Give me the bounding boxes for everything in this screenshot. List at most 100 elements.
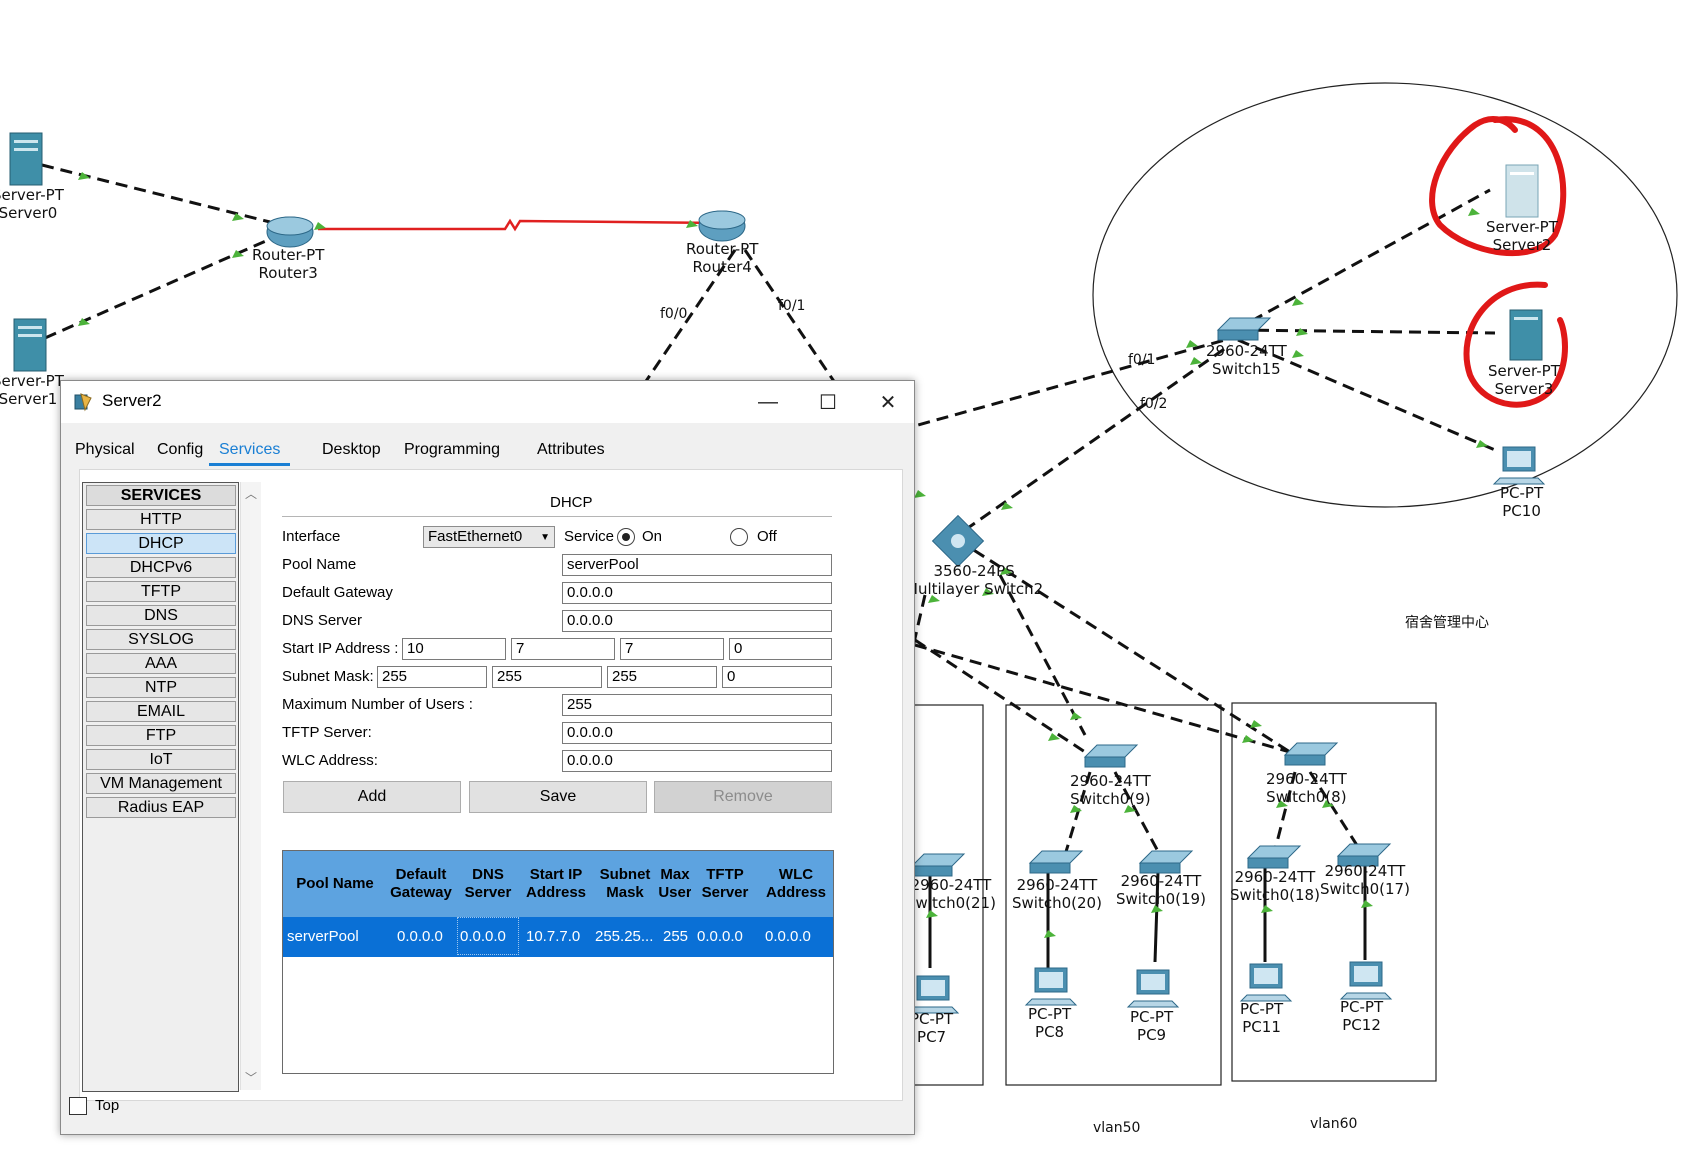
services-panel: SERVICES HTTP DHCP DHCPv6 TFTP DNS SYSLO…	[79, 469, 903, 1101]
dns-server-input[interactable]: 0.0.0.0	[562, 610, 832, 632]
service-syslog[interactable]: SYSLOG	[86, 629, 236, 650]
service-dns[interactable]: DNS	[86, 605, 236, 626]
tab-config[interactable]: Config	[157, 441, 204, 458]
default-gateway-input[interactable]: 0.0.0.0	[562, 582, 832, 604]
tab-services[interactable]: Services	[209, 441, 291, 466]
interface-label: Interface	[282, 528, 341, 545]
device-name: PC8	[1035, 1023, 1065, 1041]
device-name: Switch0(8)	[1266, 788, 1347, 806]
col-wlc-address[interactable]: WLC Address	[765, 866, 827, 901]
wlc-address-input[interactable]: 0.0.0.0	[562, 750, 832, 772]
col-pool-name[interactable]: Pool Name	[296, 875, 374, 892]
table-row[interactable]: serverPool 0.0.0.0 0.0.0.0 10.7.7.0 255.…	[283, 917, 833, 957]
remove-button[interactable]: Remove	[654, 781, 832, 813]
service-email[interactable]: EMAIL	[86, 701, 236, 722]
col-default-gateway[interactable]: Default Gateway	[390, 866, 452, 901]
tab-attributes[interactable]: Attributes	[537, 441, 605, 458]
pool-name-input[interactable]: serverPool	[562, 554, 832, 576]
port-label: f0/1	[1128, 352, 1156, 368]
subnet-mask-octet-1[interactable]: 255	[377, 666, 487, 688]
scroll-down-icon[interactable]: ﹀	[244, 1071, 257, 1085]
max-users-input[interactable]: 255	[562, 694, 832, 716]
service-radius-eap[interactable]: Radius EAP	[86, 797, 236, 818]
col-max-user[interactable]: Max User	[659, 866, 691, 901]
device-name: Switch0(9)	[1070, 790, 1151, 808]
tftp-server-input[interactable]: 0.0.0.0	[562, 722, 832, 744]
service-on-radio[interactable]	[617, 528, 635, 546]
area-label-vlan60: vlan60	[1310, 1116, 1358, 1132]
service-http[interactable]: HTTP	[86, 509, 236, 530]
device-name: PC12	[1342, 1016, 1381, 1034]
device-model: PC-PT	[1500, 484, 1544, 502]
start-ip-octet-3[interactable]: 7	[620, 638, 724, 660]
area-label-dormitory: 宿舍管理中心	[1405, 615, 1489, 631]
minimize-button[interactable]: —	[758, 390, 778, 413]
tftp-server-label: TFTP Server:	[282, 724, 372, 741]
cell-wlc-address: 0.0.0.0	[765, 928, 811, 945]
switch-icon	[910, 853, 966, 877]
service-aaa[interactable]: AAA	[86, 653, 236, 674]
pc-icon	[1492, 446, 1546, 485]
device-model: PC-PT	[1130, 1008, 1174, 1026]
cell-pool-name: serverPool	[287, 928, 359, 945]
service-ntp[interactable]: NTP	[86, 677, 236, 698]
service-dhcp[interactable]: DHCP	[86, 533, 236, 554]
device-model: 2960-24TT	[910, 876, 992, 894]
server-icon	[9, 132, 43, 186]
col-start-ip[interactable]: Start IP Address	[525, 866, 587, 901]
subnet-mask-octet-3[interactable]: 255	[607, 666, 717, 688]
add-button[interactable]: Add	[283, 781, 461, 813]
switch-icon	[1216, 317, 1272, 341]
interface-select[interactable]: FastEthernet0 ▼	[423, 526, 555, 548]
col-tftp-server[interactable]: TFTP Server	[701, 866, 749, 901]
start-ip-octet-1[interactable]: 10	[402, 638, 506, 660]
title-bar[interactable]: Server2 — ☐ ✕	[61, 381, 914, 423]
dns-server-label: DNS Server	[282, 612, 363, 629]
scroll-up-icon[interactable]: ︿	[244, 487, 257, 501]
subnet-mask-octet-4[interactable]: 0	[722, 666, 832, 688]
tab-desktop[interactable]: Desktop	[322, 441, 381, 458]
service-iot[interactable]: IoT	[86, 749, 236, 770]
start-ip-octet-4[interactable]: 0	[729, 638, 832, 660]
services-scrollbar[interactable]: ︿ ﹀	[240, 482, 261, 1090]
device-model: 2960-24TT	[1234, 868, 1316, 886]
cell-start-ip: 10.7.7.0	[526, 928, 581, 945]
service-dhcpv6[interactable]: DHCPv6	[86, 557, 236, 578]
maximize-button[interactable]: ☐	[819, 391, 837, 414]
subnet-mask-octet-2[interactable]: 255	[492, 666, 602, 688]
service-ftp[interactable]: FTP	[86, 725, 236, 746]
cell-default-gateway: 0.0.0.0	[397, 928, 443, 945]
links	[41, 163, 1496, 856]
device-model: Server-PT	[0, 372, 64, 390]
device-name: PC11	[1242, 1018, 1281, 1036]
col-subnet-mask[interactable]: Subnet Mask	[599, 866, 651, 901]
service-tftp[interactable]: TFTP	[86, 581, 236, 602]
wlc-address-label: WLC Address:	[282, 752, 378, 769]
top-checkbox[interactable]	[69, 1097, 87, 1115]
service-off-radio[interactable]	[730, 528, 748, 546]
device-model: Server-PT	[1488, 362, 1560, 380]
device-model: 2960-24TT	[1324, 862, 1406, 880]
col-dns-server[interactable]: DNS Server	[464, 866, 512, 901]
device-name: Switch0(17)	[1320, 880, 1410, 898]
top-checkbox-label: Top	[95, 1097, 120, 1114]
tab-programming[interactable]: Programming	[404, 441, 501, 458]
start-ip-octet-2[interactable]: 7	[511, 638, 615, 660]
tab-physical[interactable]: Physical	[75, 441, 135, 458]
service-vm-management[interactable]: VM Management	[86, 773, 236, 794]
server2-window[interactable]: Server2 — ☐ ✕ Physical Config Services D…	[60, 380, 915, 1135]
interface-value: FastEthernet0	[428, 528, 523, 545]
save-button[interactable]: Save	[469, 781, 647, 813]
device-model: Server-PT	[0, 186, 64, 204]
device-model: 2960-24TT	[1016, 876, 1098, 894]
device-name: Server2	[1492, 236, 1552, 254]
close-button[interactable]: ✕	[879, 391, 897, 414]
